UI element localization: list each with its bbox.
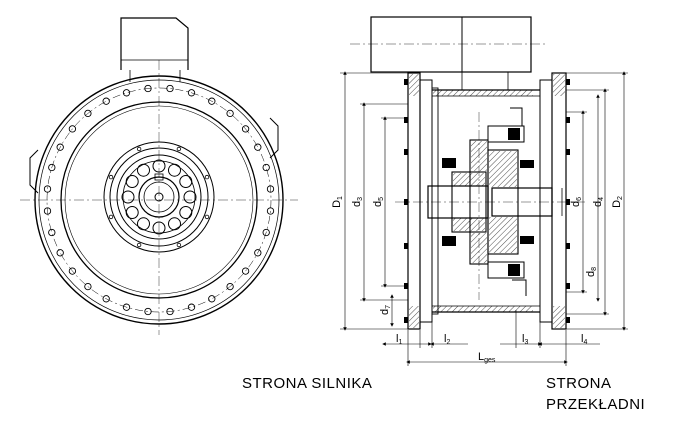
flange-bolt-holes [43, 84, 275, 316]
hub-hole [176, 242, 182, 248]
pocket [183, 190, 197, 204]
bolt-hole [254, 143, 262, 151]
hub-hole [136, 242, 142, 248]
bolt-hole [84, 109, 92, 118]
bolt-hole [144, 84, 152, 93]
elastic-element-pockets [121, 159, 197, 235]
bolt-hole [122, 89, 131, 97]
bolt-hole [102, 97, 110, 105]
hub-hole [176, 146, 182, 152]
terminal-box-side [370, 16, 532, 73]
pocket [121, 190, 135, 204]
bolt-hole [144, 307, 152, 316]
bolt-hole [166, 84, 174, 93]
label-l3: l3 [522, 333, 528, 346]
bolt-head [566, 243, 570, 249]
bolt-hole [68, 125, 77, 133]
bolt-hole [84, 282, 92, 291]
hub-hole [204, 174, 210, 180]
label-D2: D2 [611, 196, 624, 208]
bolt-hole [43, 185, 52, 193]
bolt-hole [262, 228, 270, 237]
bolt-circle [46, 87, 272, 313]
pocket [152, 159, 166, 173]
bolt-hole [187, 89, 196, 97]
elastic-element-bottom [442, 236, 456, 246]
hub-hole [204, 214, 210, 220]
flange-bolts [404, 79, 570, 323]
pocket [137, 217, 150, 231]
bolt-hole [102, 295, 110, 303]
bolt-head [404, 117, 408, 123]
bolt-head [566, 199, 570, 205]
bolt-head [566, 79, 570, 85]
bolt-hole [187, 303, 196, 311]
label-d4: d4 [592, 197, 605, 207]
label-D1: D1 [331, 196, 344, 208]
label-d3: d3 [351, 197, 364, 207]
bolt-head [404, 243, 408, 249]
hub-hole [136, 146, 142, 152]
pocket [168, 163, 181, 177]
bolt-hole [266, 185, 275, 193]
label-l2: l2 [444, 333, 450, 346]
hub-hole [108, 214, 114, 220]
pocket [168, 217, 181, 231]
bolt-hole [56, 143, 64, 151]
bolt-hole [48, 163, 56, 172]
label-d7: d7 [379, 305, 392, 315]
left-lug [29, 149, 39, 194]
hub-holes [108, 146, 210, 248]
bolt-hole [166, 307, 174, 316]
motor-flange [407, 72, 421, 330]
pocket [179, 206, 193, 219]
label-d8: d8 [585, 267, 598, 277]
bolt-hole [43, 207, 52, 215]
bolt-head [404, 79, 408, 85]
motor-side-caption: STRONA SILNIKA [242, 375, 373, 392]
bolt-head [566, 317, 570, 323]
gear-side-caption-line1: STRONA [546, 375, 612, 392]
label-l4: l4 [581, 333, 587, 346]
bolt-hole [226, 282, 234, 291]
bolt-head [404, 317, 408, 323]
pocket [152, 221, 166, 235]
pocket [179, 175, 193, 188]
bolt-head [404, 199, 408, 205]
bolt-head [566, 149, 570, 155]
label-Lges: Lges [478, 351, 496, 364]
bolt-hole [68, 267, 77, 275]
bolt-head [566, 283, 570, 289]
terminal-box [120, 17, 189, 70]
pocket [137, 163, 150, 177]
bolt-head [404, 149, 408, 155]
bolt-hole [208, 295, 216, 303]
bolt-hole [254, 249, 262, 257]
bolt-hole [241, 125, 250, 133]
gear-side-caption-line2: PRZEKŁADNI [546, 396, 646, 413]
label-d5: d5 [372, 197, 385, 207]
front-view [20, 17, 298, 335]
bolt-hole [266, 207, 275, 215]
label-l1: l1 [396, 333, 402, 346]
bolt-hole [208, 97, 216, 105]
section-view [350, 16, 585, 330]
hub-hole [108, 174, 114, 180]
gear-flange [539, 79, 553, 323]
pocket [125, 206, 139, 219]
bolt-head [566, 117, 570, 123]
bolt-hole [241, 267, 250, 275]
label-d6: d6 [570, 197, 583, 207]
bolt-hole [48, 228, 56, 237]
bolt-hole [56, 249, 64, 257]
elastic-element-top [442, 158, 456, 168]
bolt-hole [262, 163, 270, 172]
dimension-lines [340, 71, 628, 366]
bolt-hole [226, 109, 234, 118]
bolt-hole [122, 303, 131, 311]
pocket [125, 175, 139, 188]
